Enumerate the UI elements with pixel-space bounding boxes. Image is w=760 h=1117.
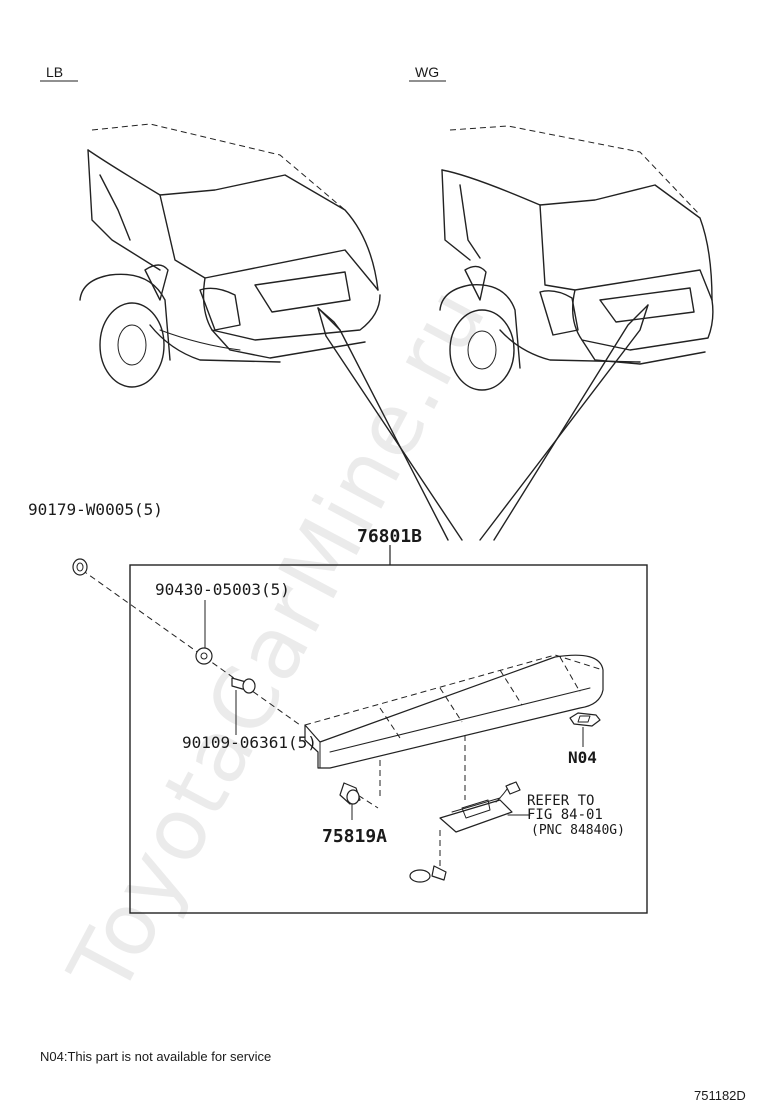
clip-outer-part — [72, 558, 88, 576]
n04-part — [569, 712, 601, 727]
license-lamp-assembly — [409, 781, 521, 883]
variant-wg-text: WG — [415, 64, 439, 80]
label-76801b: 76801B — [357, 526, 422, 547]
variant-lb-text: LB — [46, 64, 63, 80]
screw-part — [231, 677, 256, 694]
reference-line-2: FIG 84-01 — [527, 807, 603, 823]
detail-box — [129, 564, 648, 914]
label-90430-05003: 90430-05003(5) — [155, 580, 290, 599]
label-75819a: 75819A — [322, 826, 387, 847]
clip-inner-part — [195, 647, 213, 665]
reference-line-3: (PNC 84840G) — [531, 823, 625, 838]
watermark-text: ToyotaCarMine.ru — [50, 271, 506, 1010]
variant-label-wg: WG — [409, 64, 446, 82]
label-n04: N04 — [568, 748, 597, 767]
location-arrows — [317, 304, 649, 541]
cover-part — [339, 782, 361, 805]
variant-label-lb: LB — [40, 64, 78, 82]
car-wg-illustration — [439, 125, 714, 391]
car-lb-illustration — [79, 123, 381, 388]
figure-id: 751182D — [694, 1088, 746, 1103]
footnote-text: N04:This part is not available for servi… — [40, 1049, 271, 1064]
reference-line-1: REFER TO — [527, 793, 594, 809]
garnish-bar — [304, 654, 604, 769]
label-90109-06361: 90109-06361(5) — [182, 733, 317, 752]
label-90179-w0005: 90179-W0005(5) — [28, 500, 163, 519]
